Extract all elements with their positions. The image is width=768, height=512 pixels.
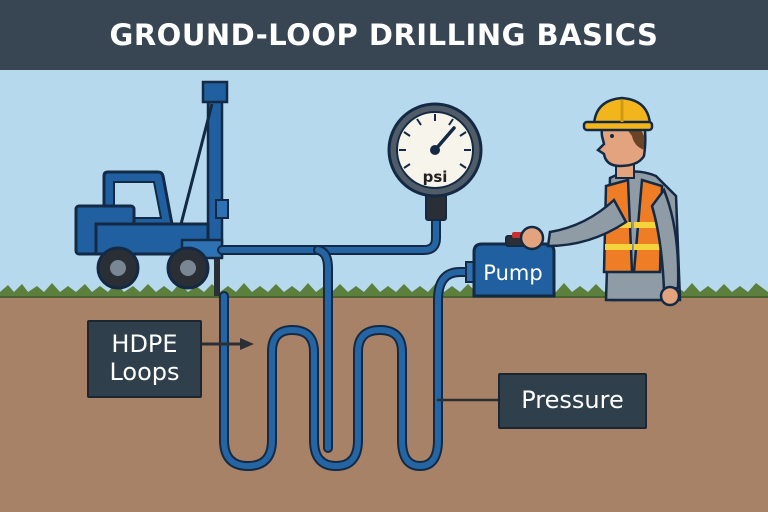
pipe-network — [217, 213, 500, 471]
pressure-label: Pressure — [498, 373, 647, 429]
pump-icon — [465, 232, 556, 298]
hdpe-label-line1: HDPE — [111, 330, 178, 359]
safety-vest-icon — [602, 178, 664, 274]
grass — [0, 283, 768, 298]
title-bar: GROUND-LOOP DRILLING BASICS — [0, 0, 768, 70]
drill-rig-icon — [74, 80, 229, 296]
gauge-unit-label: psi — [422, 168, 448, 186]
hdpe-label-line2: Loops — [109, 358, 180, 386]
page-title: GROUND-LOOP DRILLING BASICS — [109, 18, 659, 52]
hard-hat-icon — [582, 96, 654, 132]
worker-icon — [519, 96, 682, 307]
hdpe-loops-label: HDPE Loops — [87, 320, 202, 398]
pump-label: Pump — [483, 261, 543, 285]
pressure-label-text: Pressure — [521, 386, 624, 415]
hdpe-arrow — [198, 338, 254, 350]
pressure-gauge-icon — [387, 102, 483, 221]
